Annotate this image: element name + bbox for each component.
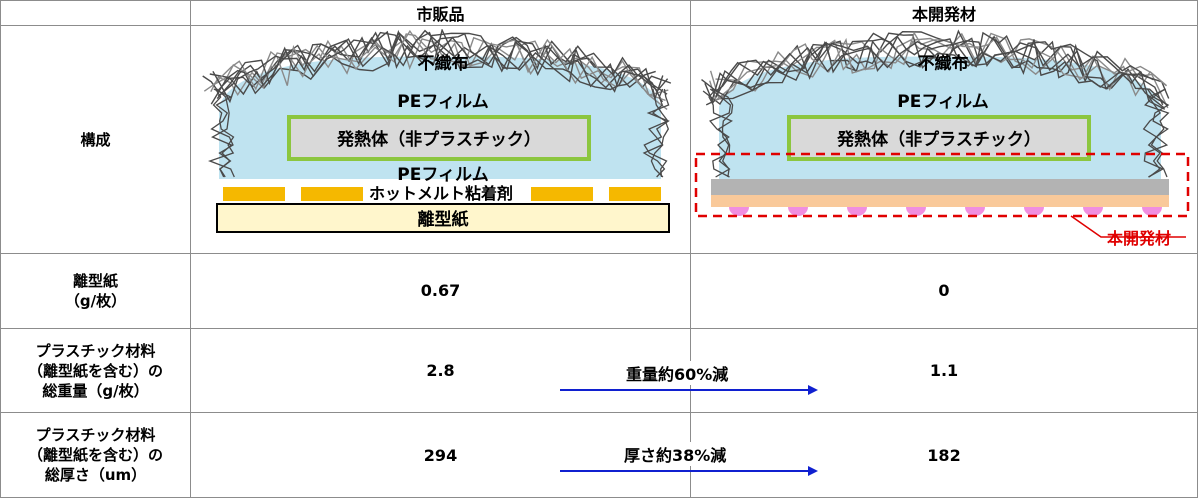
value-developed-thickness: 182	[690, 412, 1198, 498]
fiber-strand	[715, 28, 1164, 105]
fiber-strand	[210, 87, 234, 177]
fiber-strand	[702, 31, 1154, 105]
adhesive-dot	[847, 206, 867, 216]
fiber-strand	[648, 88, 669, 177]
nonwoven-fibers	[701, 28, 1170, 178]
fiber-strand	[1150, 87, 1170, 177]
commercial-diagram-cell: 不織布 PEフィルム 発熱体（非プラスチック） PEフィルム ホットメルト粘着剤…	[190, 25, 691, 254]
value-developed-weight: 1.1	[690, 327, 1198, 414]
header-developed: 本開発材	[690, 0, 1198, 27]
fiber-strand	[709, 37, 1169, 108]
label-pe-film-top: PEフィルム	[897, 92, 988, 112]
row-label-structure: 構成	[0, 25, 191, 254]
developed-base-layer	[711, 194, 1169, 207]
row-label-release-paper: 離型紙 （g/枚）	[0, 252, 191, 329]
callout-dashed-box	[694, 152, 1190, 217]
fiber-strand	[711, 39, 1166, 110]
value-commercial-thickness: 294	[190, 412, 691, 498]
header-blank	[0, 0, 191, 27]
fiber-strand	[701, 31, 1169, 107]
hotmelt-block	[301, 186, 363, 201]
row-label-line: プラスチック材料	[35, 341, 156, 360]
fiber-strand	[642, 88, 670, 177]
fiber-strand	[210, 29, 672, 104]
row-label-line: 総重量（g/枚）	[42, 381, 149, 400]
fiber-strand	[203, 32, 669, 96]
label-pe-film-bottom: PEフィルム	[397, 165, 488, 185]
row-total-thickness: プラスチック材料 （離型紙を含む）の 総厚さ（um） 294 182	[0, 412, 1198, 498]
row-label-line: （離型紙を含む）の	[27, 446, 163, 465]
row-structure: 構成 不織布 PEフィルム 発熱体（非プラスチック）	[0, 25, 1198, 254]
row-label-line: 構成	[80, 130, 111, 149]
fiber-strand	[1144, 88, 1170, 178]
adhesive-dot	[1142, 206, 1162, 216]
row-label-line: （g/枚）	[64, 291, 127, 310]
row-label-line: 総厚さ（um）	[44, 466, 147, 485]
fiber-strand	[213, 29, 666, 101]
fiber-strand	[709, 30, 1167, 102]
developed-diagram: 本開発材 不織布 PEフィルム 発熱体（非プラスチック）	[694, 28, 1190, 248]
adhesive-dot	[788, 206, 808, 216]
label-nonwoven: 不織布	[918, 53, 969, 74]
label-release-paper: 離型紙	[418, 209, 469, 230]
fiber-strand	[216, 30, 669, 99]
hotmelt-block	[609, 186, 661, 201]
adhesive-dot	[1083, 206, 1103, 216]
label-heater: 発熱体（非プラスチック）	[336, 129, 541, 150]
commercial-diagram: 不織布 PEフィルム 発熱体（非プラスチック） PEフィルム ホットメルト粘着剤…	[202, 28, 672, 233]
weight-reduction-label: 重量約60%減	[624, 361, 731, 385]
adhesive-dot	[906, 206, 926, 216]
row-label-total-thickness: プラスチック材料 （離型紙を含む）の 総厚さ（um）	[0, 412, 191, 498]
row-total-weight: プラスチック材料 （離型紙を含む）の 総重量（g/枚） 2.8 1.1	[0, 327, 1198, 414]
fiber-strand	[1142, 87, 1169, 178]
fiber-strand	[643, 88, 670, 177]
adhesive-dot	[1024, 206, 1044, 216]
developed-film-layer	[711, 178, 1169, 195]
label-heater: 発熱体（非プラスチック）	[836, 129, 1041, 150]
fiber-strand	[207, 88, 235, 177]
label-hotmelt: ホットメルト粘着剤	[369, 184, 513, 203]
value-commercial-weight: 2.8	[190, 327, 691, 414]
adhesive-dot	[965, 206, 985, 216]
row-label-total-weight: プラスチック材料 （離型紙を含む）の 総重量（g/枚）	[0, 327, 191, 414]
label-nonwoven: 不織布	[418, 53, 469, 74]
adhesive-dot	[729, 206, 749, 216]
label-callout: 本開発材	[1107, 229, 1171, 248]
fiber-strand	[212, 31, 664, 103]
label-pe-film-top: PEフィルム	[397, 92, 488, 112]
heater-block	[787, 114, 1091, 161]
adhesive-dots	[729, 206, 1162, 216]
row-label-line: プラスチック材料	[35, 426, 156, 445]
thickness-reduction-label: 厚さ約38%減	[622, 442, 729, 466]
nonwoven-fibers	[202, 28, 672, 177]
value-commercial-release-paper: 0.67	[190, 252, 691, 329]
callout-leader	[1070, 214, 1186, 238]
hotmelt-block	[531, 186, 593, 201]
header-commercial: 市販品	[190, 0, 691, 27]
fiber-strand	[709, 87, 732, 178]
row-release-paper: 離型紙 （g/枚） 0.67 0	[0, 252, 1198, 329]
hotmelt-block	[223, 186, 285, 201]
release-paper	[216, 202, 670, 233]
value-developed-release-paper: 0	[690, 252, 1198, 329]
header-row: 市販品 本開発材	[0, 0, 1198, 27]
row-label-line: （離型紙を含む）の	[27, 361, 163, 380]
developed-diagram-cell: 本開発材 不織布 PEフィルム 発熱体（非プラスチック）	[690, 25, 1198, 254]
heater-block	[287, 114, 591, 161]
row-label-line: 離型紙	[72, 271, 118, 290]
